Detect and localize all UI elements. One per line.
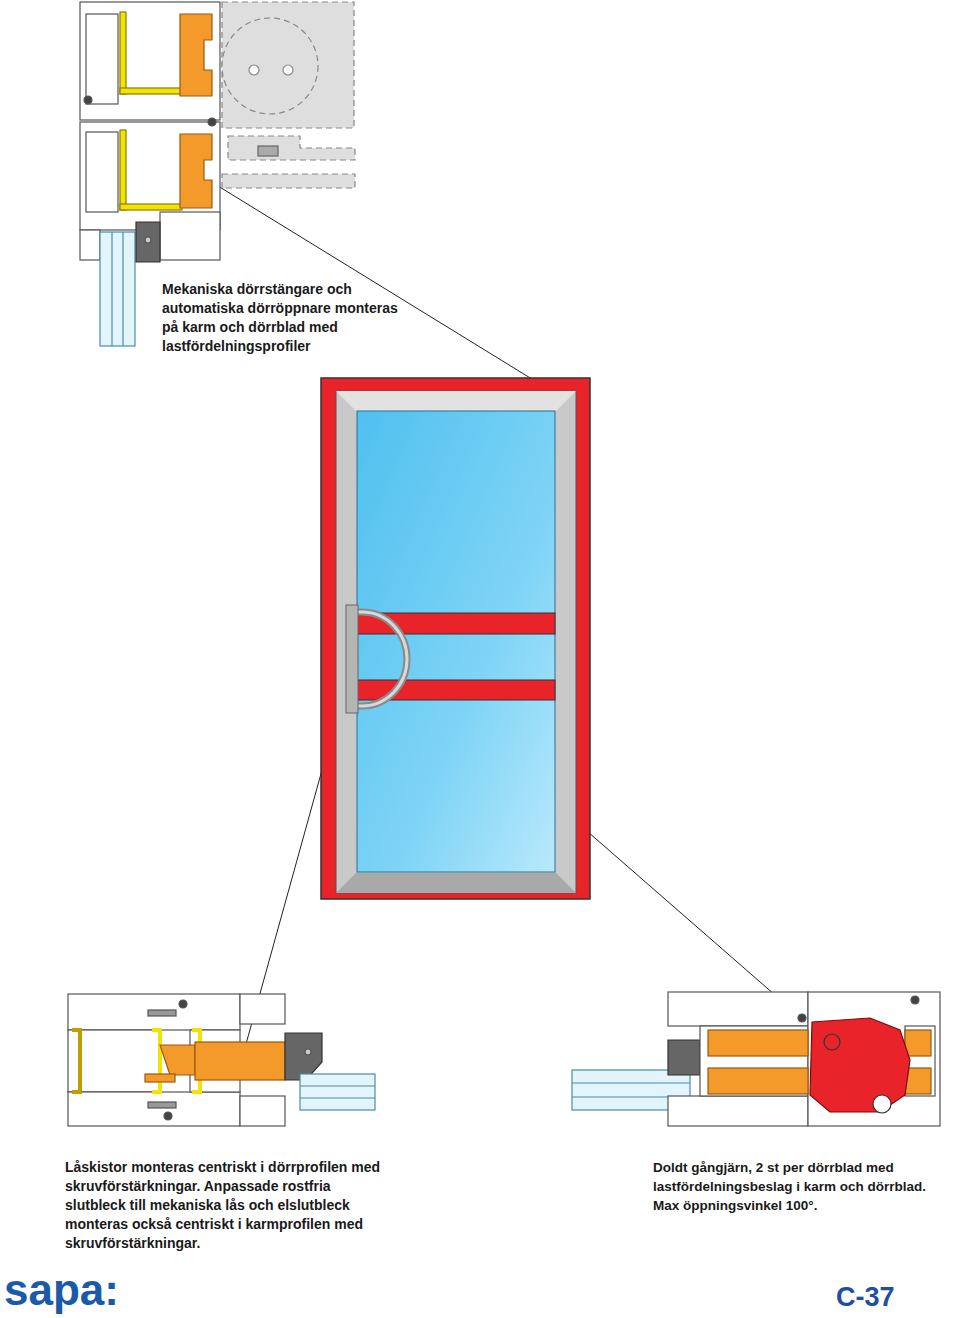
page-number: C-37 [836,1283,946,1313]
callout-note: Mekaniska dörrstängare och automatiska d… [162,280,412,356]
door-elevation [321,378,590,899]
hinge-section [572,992,940,1126]
lock-section [68,994,375,1126]
brand-logo: sapa: [4,1266,164,1314]
callout-note: Doldt gångjärn, 2 st per dörrblad med la… [653,1158,953,1215]
callout-note: Låskistor monteras centriskt i dörrprofi… [65,1158,395,1253]
